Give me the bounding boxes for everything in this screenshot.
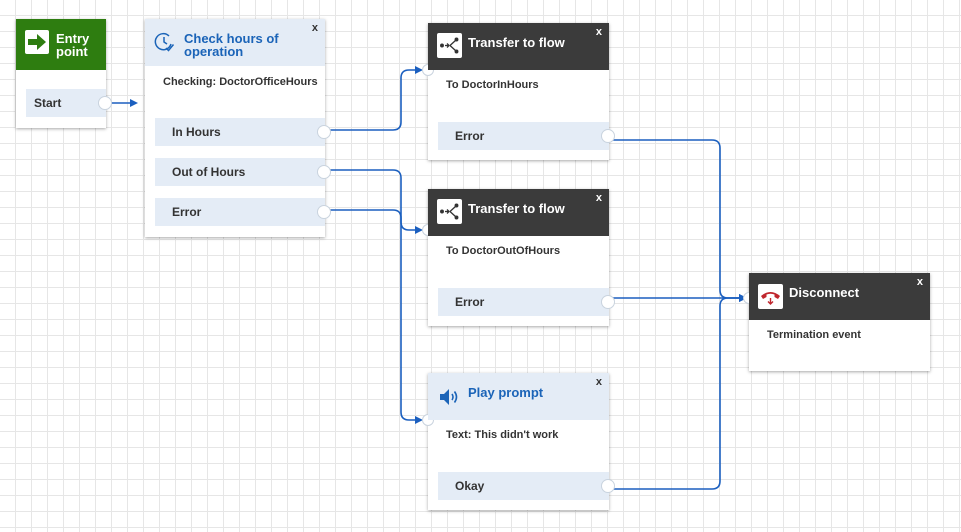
play-prompt-description: Text: This didn't work [446, 429, 559, 441]
entry-point-header: Entry point [16, 19, 106, 70]
speaker-icon [437, 385, 461, 409]
transfer-flow-icon [437, 33, 462, 58]
disconnect-title: Disconnect [789, 285, 860, 300]
in-hours-label: In Hours [172, 125, 221, 139]
phone-hangup-icon [758, 284, 783, 309]
transfer-flow-block-1[interactable]: Transfer to flow x To DoctorInHours Erro… [422, 23, 615, 160]
out-of-hours-connector-handle[interactable] [317, 165, 331, 179]
transfer1-title: Transfer to flow [468, 35, 565, 50]
out-of-hours-port[interactable]: Out of Hours [155, 158, 331, 186]
start-port-label: Start [34, 96, 62, 110]
play-prompt-okay-port[interactable]: Okay [438, 472, 615, 500]
check-hours-header: Check hours of operation x [145, 19, 325, 66]
play-prompt-block[interactable]: Play prompt x Text: This didn't work Oka… [422, 373, 615, 510]
disconnect-header: Disconnect x [749, 273, 930, 320]
entry-point-block[interactable]: Entry point Start [16, 19, 112, 128]
transfer2-header: Transfer to flow x [428, 189, 609, 236]
connector-transfer1-error-to-disconnect [602, 139, 747, 302]
hours-error-label: Error [172, 205, 202, 219]
entry-point-title: Entry point [56, 31, 90, 59]
transfer2-error-connector-handle[interactable] [601, 295, 615, 309]
transfer1-description: To DoctorInHours [446, 79, 539, 91]
disconnect-description: Termination event [767, 329, 861, 341]
disconnect-block[interactable]: Disconnect x Termination event [743, 273, 930, 371]
disconnect-close-button[interactable]: x [916, 276, 923, 288]
in-hours-connector-handle[interactable] [317, 125, 331, 139]
in-hours-port[interactable]: In Hours [155, 118, 331, 146]
transfer2-description: To DoctorOutOfHours [446, 245, 561, 257]
connector-inhours-to-transfer1 [318, 66, 423, 131]
transfer2-close-button[interactable]: x [595, 192, 602, 204]
transfer2-error-label: Error [455, 295, 485, 309]
transfer1-error-connector-handle[interactable] [601, 129, 615, 143]
play-prompt-title: Play prompt [468, 385, 544, 400]
play-prompt-close-button[interactable]: x [595, 376, 602, 388]
check-hours-title: Check hours of operation [184, 31, 279, 59]
play-prompt-okay-label: Okay [455, 479, 485, 493]
out-of-hours-label: Out of Hours [172, 165, 246, 179]
check-hours-close-button[interactable]: x [311, 22, 318, 34]
transfer1-header: Transfer to flow x [428, 23, 609, 70]
check-hours-block[interactable]: Check hours of operation x Checking: Doc… [145, 19, 331, 237]
connector-error-to-transfer2 [318, 209, 423, 234]
play-prompt-header: Play prompt x [428, 373, 609, 420]
hours-error-port[interactable]: Error [155, 198, 331, 226]
transfer-flow-block-2[interactable]: Transfer to flow x To DoctorOutOfHours E… [422, 189, 615, 326]
connector-outofhours-to-play [318, 169, 423, 424]
start-port[interactable]: Start [26, 89, 112, 117]
transfer1-error-port[interactable]: Error [438, 122, 615, 150]
transfer2-title: Transfer to flow [468, 201, 565, 216]
transfer1-error-label: Error [455, 129, 485, 143]
start-connector-handle[interactable] [98, 96, 112, 110]
arrow-right-icon [25, 30, 49, 54]
transfer1-close-button[interactable]: x [595, 26, 602, 38]
check-hours-description: Checking: DoctorOfficeHours [163, 76, 318, 88]
connector-play-okay-to-disconnect [602, 294, 747, 490]
play-prompt-okay-connector-handle[interactable] [601, 479, 615, 493]
clock-check-icon [153, 31, 175, 53]
transfer-flow-icon [437, 199, 462, 224]
hours-error-connector-handle[interactable] [317, 205, 331, 219]
transfer2-error-port[interactable]: Error [438, 288, 615, 316]
